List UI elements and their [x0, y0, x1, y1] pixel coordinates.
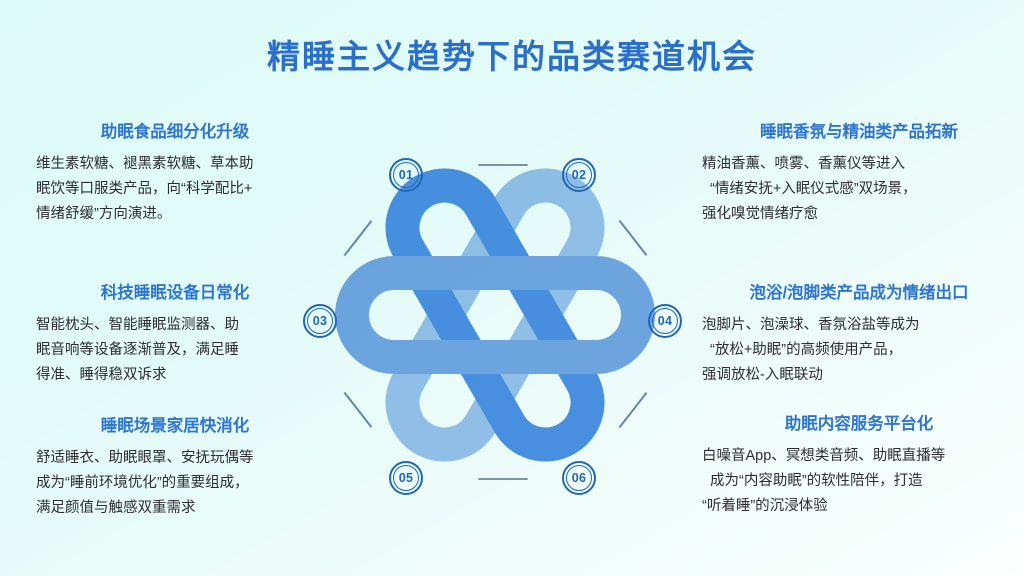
connector-dash-top — [478, 164, 528, 166]
central-knot-graphic — [320, 140, 670, 490]
topic-body-06-line-1: 白噪音App、冥想类音频、助眠直播等 — [702, 447, 946, 464]
topic-body-03-line-3: 得准、睡得稳双诉求 — [36, 366, 167, 383]
number-badge-05: 05 — [389, 461, 423, 495]
topic-heading-02: 睡眠香氛与精油类产品拓新 — [760, 123, 958, 141]
topic-body-06: 白噪音App、冥想类音频、助眠直播等 成为“内容助眠”的软性陪伴，打造 “听着睡… — [702, 444, 1002, 519]
number-badge-01: 01 — [389, 158, 423, 192]
topic-body-05-line-3: 满足颜值与触感双重需求 — [36, 499, 196, 516]
topic-body-06-line-3: “听着睡”的沉浸体验 — [702, 497, 828, 514]
topic-heading-05: 睡眠场景家居快消化 — [100, 417, 250, 435]
number-badge-03-label: 03 — [312, 314, 328, 328]
topic-block-01: 助眠食品细分化升级 维生素软糖、褪黑素软糖、草本助 眠饮等口服类产品，向“科学配… — [36, 123, 336, 227]
number-badge-04: 04 — [648, 304, 682, 338]
number-badge-05-label: 05 — [398, 471, 414, 485]
topic-heading-03: 科技睡眠设备日常化 — [100, 284, 250, 302]
topic-body-05-line-2: 成为“睡前环境优化”的重要组成， — [36, 474, 249, 491]
number-badge-02: 02 — [562, 158, 596, 192]
number-badge-06: 06 — [562, 461, 596, 495]
topic-body-03-line-2: 眠音响等设备逐渐普及，满足睡 — [36, 341, 239, 358]
topic-body-02-line-2: “情绪安抚+入眠仪式感”双场景， — [710, 180, 917, 197]
knot-ring-light — [385, 168, 605, 462]
topic-heading-04: 泡浴/泡脚类产品成为情绪出口 — [749, 284, 969, 302]
topic-body-01: 维生素软糖、褪黑素软糖、草本助 眠饮等口服类产品，向“科学配比+ 情绪舒缓”方向… — [36, 152, 336, 227]
topic-body-02-line-1: 精油香薰、喷雾、香薰仪等进入 — [702, 155, 905, 172]
number-badge-02-label: 02 — [571, 168, 587, 182]
knot-ring-mid — [335, 256, 655, 374]
topic-heading-06: 助眠内容服务平台化 — [784, 415, 934, 433]
number-badge-01-label: 01 — [398, 168, 414, 182]
topic-body-02: 精油香薰、喷雾、香薰仪等进入 “情绪安抚+入眠仪式感”双场景， 强化嗅觉情绪疗愈 — [702, 152, 1002, 227]
topic-body-05-line-1: 舒适睡衣、助眠眼罩、安抚玩偶等 — [36, 449, 254, 466]
topic-block-06: 助眠内容服务平台化 白噪音App、冥想类音频、助眠直播等 成为“内容助眠”的软性… — [702, 415, 1002, 519]
number-badge-03: 03 — [303, 304, 337, 338]
page-title: 精睡主义趋势下的品类赛道机会 — [267, 38, 757, 75]
topic-body-01-line-1: 维生素软糖、褪黑素软糖、草本助 — [36, 155, 254, 172]
topic-heading-01: 助眠食品细分化升级 — [100, 123, 250, 141]
topic-block-04: 泡浴/泡脚类产品成为情绪出口 泡脚片、泡澡球、香氛浴盐等成为 “放松+助眠”的高… — [702, 284, 1002, 388]
knot-svg — [335, 168, 655, 462]
number-badge-04-label: 04 — [657, 314, 673, 328]
connector-dash-bottom — [478, 478, 528, 480]
topic-body-02-line-3: 强化嗅觉情绪疗愈 — [702, 205, 818, 222]
topic-block-05: 睡眠场景家居快消化 舒适睡衣、助眠眼罩、安抚玩偶等 成为“睡前环境优化”的重要组… — [36, 417, 336, 521]
topic-block-02: 睡眠香氛与精油类产品拓新 精油香薰、喷雾、香薰仪等进入 “情绪安抚+入眠仪式感”… — [702, 123, 1002, 227]
topic-block-03: 科技睡眠设备日常化 智能枕头、智能睡眠监测器、助 眠音响等设备逐渐普及，满足睡 … — [36, 284, 336, 388]
topic-body-04-line-1: 泡脚片、泡澡球、香氛浴盐等成为 — [702, 316, 920, 333]
topic-body-04: 泡脚片、泡澡球、香氛浴盐等成为 “放松+助眠”的高频使用产品， 强调放松-入眠联… — [702, 313, 1002, 388]
topic-body-01-line-3: 情绪舒缓”方向演进。 — [36, 205, 172, 222]
topic-body-01-line-2: 眠饮等口服类产品，向“科学配比+ — [36, 180, 253, 197]
topic-body-03-line-1: 智能枕头、智能睡眠监测器、助 — [36, 316, 239, 333]
topic-body-04-line-2: “放松+助眠”的高频使用产品， — [710, 341, 903, 358]
knot-ring-dark — [385, 168, 605, 462]
number-badge-06-label: 06 — [571, 471, 587, 485]
topic-body-06-line-2: 成为“内容助眠”的软性陪伴，打造 — [710, 472, 923, 489]
topic-body-05: 舒适睡衣、助眠眼罩、安抚玩偶等 成为“睡前环境优化”的重要组成， 满足颜值与触感… — [36, 446, 336, 521]
topic-body-04-line-3: 强调放松-入眠联动 — [702, 366, 823, 383]
topic-body-03: 智能枕头、智能睡眠监测器、助 眠音响等设备逐渐普及，满足睡 得准、睡得稳双诉求 — [36, 313, 336, 388]
